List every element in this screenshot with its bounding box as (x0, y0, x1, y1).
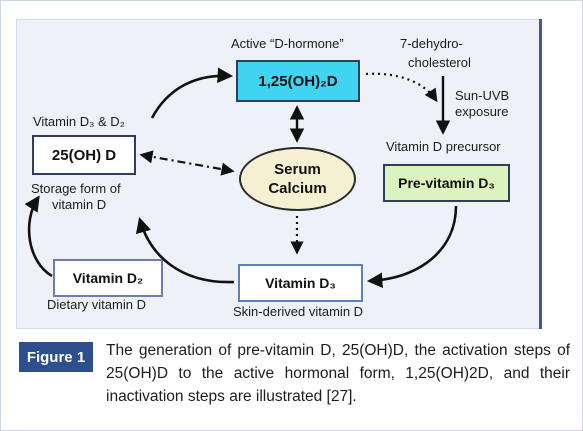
dietary-vitamin-d-label: Dietary vitamin D (47, 297, 146, 312)
serum-calcium-line1: Serum (274, 161, 321, 178)
serum-calcium-line2: Calcium (268, 180, 327, 197)
active-d-hormone-label: Active “D-hormone” (231, 36, 344, 51)
storage-form-label-line2: vitamin D (52, 197, 107, 212)
sun-uvb-label-line1: Sun-UVB (455, 88, 510, 103)
dehydrocholesterol-label-line2: cholesterol (408, 55, 471, 70)
serum-calcium-ellipse: Serum Calcium (239, 147, 356, 211)
panel-right-rule (539, 19, 542, 329)
figure-badge: Figure 1 (19, 342, 93, 372)
arrow-25oh-to-hormone (150, 67, 234, 119)
vitamin-d3-d2-label: Vitamin D₃ & D₂ (33, 114, 125, 129)
vitamin-d-precursor-label: Vitamin D precursor (386, 139, 501, 154)
arrow-hormone-to-precursor-dotted (365, 72, 438, 103)
vitamin-d3-box: Vitamin D₃ (238, 264, 363, 302)
storage-form-label-line1: Storage form of (31, 181, 121, 196)
arrow-vitd3-to-25oh (135, 217, 235, 284)
arrow-25oh-calcium-dashdot (139, 150, 235, 176)
vitamin-d2-box: Vitamin D₂ (53, 259, 163, 297)
sun-uvb-label-line2: exposure (455, 104, 509, 119)
hormone-box: 1,25(OH)₂D (236, 60, 360, 102)
figure-caption: The generation of pre-vitamin D, 25(OH)D… (106, 342, 570, 405)
pre-vitamin-d3-box: Pre-vitamin D₃ (383, 164, 510, 202)
skin-derived-vitamin-d-label: Skin-derived vitamin D (233, 304, 364, 319)
25oh-d-box: 25(OH) D (32, 135, 136, 175)
arrow-precursor-to-vitd3 (366, 205, 458, 289)
dehydrocholesterol-label-line1: 7-dehydro- (400, 36, 463, 51)
arrow-vitd2-to-25oh (24, 195, 53, 278)
